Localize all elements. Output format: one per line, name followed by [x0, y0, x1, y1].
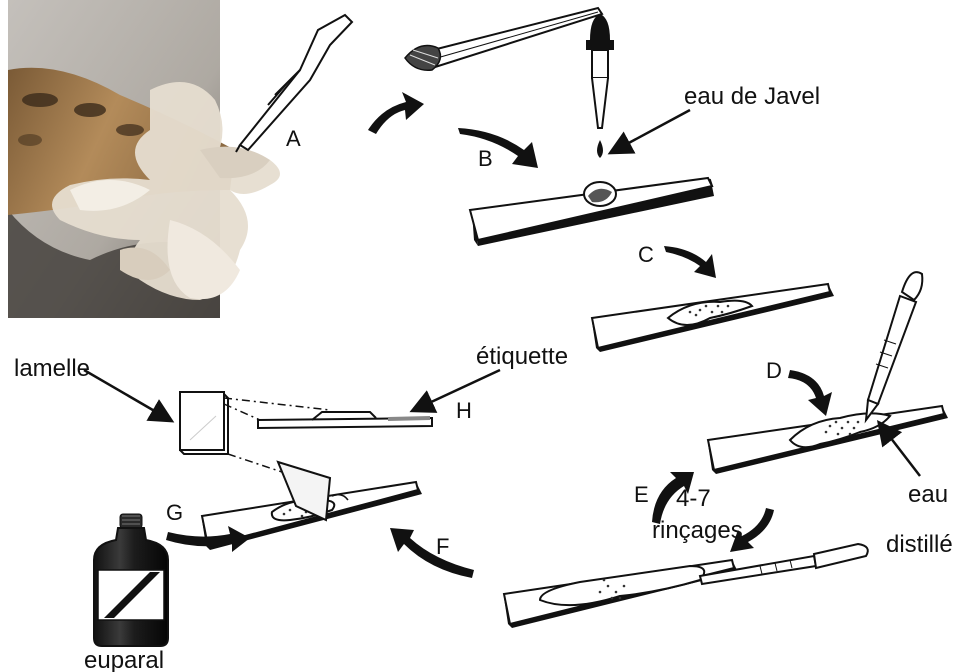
- step-label-e: E: [634, 482, 649, 507]
- step-label-b: B: [478, 146, 493, 171]
- step-label-c: C: [638, 242, 654, 267]
- pipette-icon: [866, 272, 922, 420]
- label-eau-de-javel: eau de Javel: [684, 83, 820, 110]
- label-eau: eau: [908, 481, 948, 508]
- dropper-icon: [586, 14, 614, 158]
- step-label-a: A: [286, 126, 301, 151]
- slide-icon: [470, 178, 714, 246]
- coverslip-icon: [180, 392, 228, 454]
- forceps-icon: [405, 8, 602, 70]
- slide-icon: [504, 560, 738, 628]
- bottle-icon: [94, 514, 168, 646]
- slide-icon: [258, 412, 432, 428]
- label-lamelle: lamelle: [14, 355, 90, 382]
- label-4-7: 4-7: [676, 485, 711, 512]
- moth-head-photo: [8, 0, 280, 318]
- label-etiquette: étiquette: [476, 343, 568, 370]
- step-label-h: H: [456, 398, 472, 423]
- step-label-g: G: [166, 500, 183, 525]
- step-label-f: F: [436, 534, 449, 559]
- label-rincages: rinçages: [652, 517, 743, 544]
- slide-icon: [592, 284, 834, 352]
- label-distille: distillé: [886, 531, 953, 558]
- label-euparal: euparal: [84, 647, 164, 672]
- step-label-d: D: [766, 358, 782, 383]
